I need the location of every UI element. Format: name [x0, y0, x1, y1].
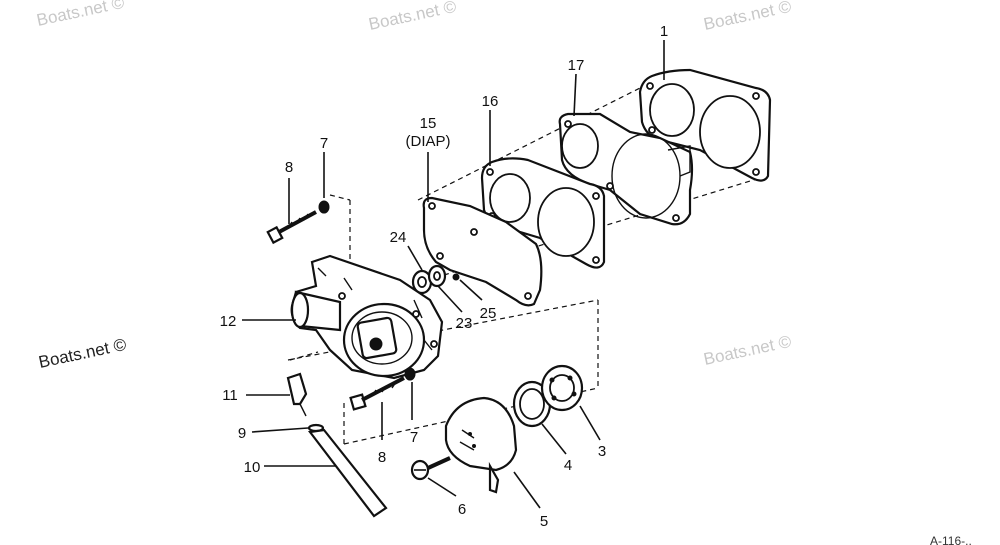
- watermark-top-right: Boats.net ©: [702, 0, 794, 34]
- reference-number: A-116-..: [930, 534, 972, 545]
- callout-3: 3: [598, 443, 606, 460]
- callout-7-top: 7: [320, 135, 328, 152]
- callout-11: 11: [222, 387, 238, 404]
- part-12-pump-body: [290, 254, 444, 380]
- callout-17: 17: [568, 57, 585, 74]
- part-11-fitting: [286, 372, 308, 417]
- callout-10: 10: [244, 459, 261, 476]
- part-10-hose: [307, 428, 388, 518]
- part-5-filter-cover: [444, 396, 518, 494]
- part-7-washer-top: [318, 200, 330, 214]
- callout-9: 9: [238, 425, 246, 442]
- callout-15-diap: (DIAP): [406, 133, 451, 150]
- callout-8-bottom: 8: [378, 449, 386, 466]
- callout-1: 1: [660, 23, 668, 40]
- callout-6: 6: [458, 501, 466, 518]
- callout-23: 23: [456, 315, 473, 332]
- callout-labels: 1 17 16 15 (DIAP) 8 7 24 12 23 25 11 9 1…: [220, 23, 669, 530]
- part-6-screw: [410, 456, 451, 481]
- callout-12: 12: [220, 313, 237, 330]
- callout-7-bottom: 7: [410, 429, 418, 446]
- callout-4: 4: [564, 457, 572, 474]
- callout-15: 15: [420, 115, 437, 132]
- watermark-top-left: Boats.net ©: [35, 0, 127, 30]
- leader-lines: [242, 40, 665, 509]
- watermark-top-center: Boats.net ©: [367, 0, 459, 34]
- callout-25: 25: [480, 305, 497, 322]
- callout-8-top: 8: [285, 159, 293, 176]
- part-15-diaphragm: [422, 196, 543, 307]
- callout-24: 24: [390, 229, 407, 246]
- part-8-bolt-bottom: [349, 376, 405, 411]
- callout-5: 5: [540, 513, 548, 530]
- watermark-left: Boats.net ©: [37, 335, 129, 372]
- part-16-gasket: [480, 157, 606, 269]
- part-7-washer-bottom: [404, 367, 416, 381]
- part-24-check-valve: [411, 264, 447, 295]
- part-1-gasket: [638, 68, 772, 182]
- part-17-cover: [558, 112, 694, 226]
- part-3-filter-screen: [540, 364, 584, 412]
- callout-16: 16: [482, 93, 499, 110]
- part-25-ball: [452, 273, 460, 281]
- part-8-bolt-top: [266, 210, 317, 245]
- watermark-right: Boats.net ©: [702, 332, 794, 369]
